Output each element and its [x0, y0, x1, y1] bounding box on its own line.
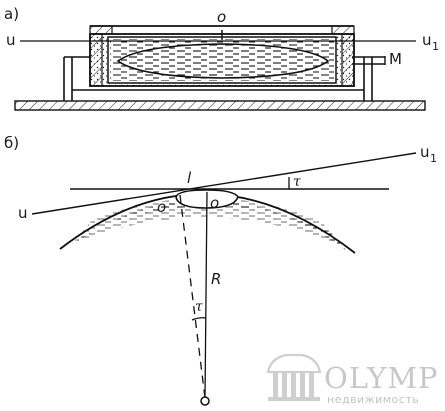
- panel-b-caption: б): [4, 134, 19, 152]
- tilted-axis-line: [31, 152, 417, 215]
- adjusting-screw: [352, 56, 386, 65]
- curvature-center: [200, 396, 210, 406]
- radius-dashed: [179, 194, 206, 399]
- axis-label-u1-subscript: 1: [432, 40, 439, 53]
- watermark-brand: OLYMP: [324, 361, 439, 395]
- center-point-label: o: [217, 8, 226, 26]
- tilted-axis-label-u1-subscript: 1: [430, 152, 437, 165]
- watermark-emblem: [266, 353, 322, 401]
- left-support: [63, 56, 90, 101]
- axis-label-u1: u: [422, 31, 432, 49]
- tilted-axis-label-u1: u: [420, 143, 430, 161]
- right-end-cap: [331, 25, 355, 35]
- tau-top-label: τ: [293, 174, 301, 190]
- left-end-cap: [89, 25, 113, 35]
- screw-label-m: M: [389, 50, 402, 68]
- right-end-block: [341, 33, 355, 87]
- tau-bottom-label: τ: [195, 299, 203, 315]
- panel-a: а): [4, 5, 439, 111]
- watermark-tagline: недвижимость: [327, 393, 419, 406]
- tilted-axis-label-u: u: [18, 204, 28, 222]
- base-plate: [14, 100, 426, 111]
- point-o-left-label: o: [157, 198, 166, 216]
- vial-arc-fill: [72, 198, 343, 246]
- axis-label-u: u: [6, 31, 16, 49]
- tangent-point-label: l: [187, 169, 192, 187]
- left-end-block: [89, 33, 103, 87]
- radius-solid: [204, 191, 208, 399]
- radius-label-r: R: [211, 270, 221, 288]
- panel-b: б) u u 1 l τ o o R τ: [4, 134, 437, 406]
- air-bubble: [116, 43, 330, 79]
- tau-bottom-arc: [191, 317, 207, 321]
- panel-a-caption: а): [4, 5, 19, 23]
- point-o-right-label: o: [210, 194, 219, 212]
- watermark-logo: OLYMP недвижимость: [266, 353, 439, 406]
